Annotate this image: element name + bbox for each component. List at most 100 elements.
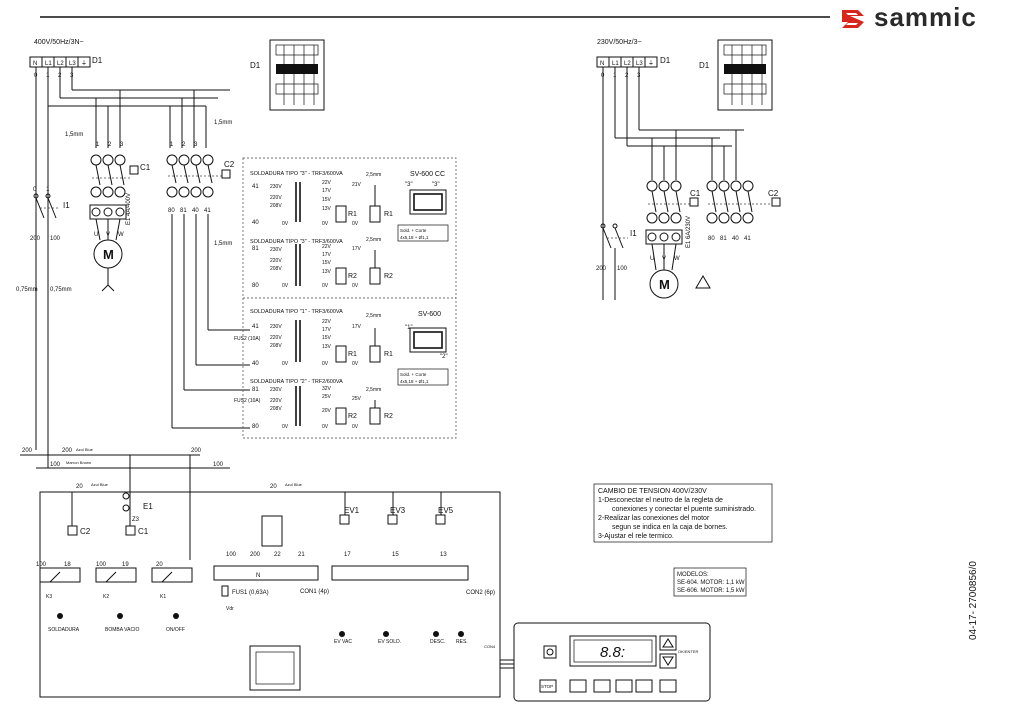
- diagram-label: 17V: [322, 188, 332, 194]
- panel-button[interactable]: [659, 679, 677, 693]
- diagram-label: 0V: [322, 424, 329, 430]
- diagram-label: 22V: [322, 180, 332, 186]
- diagram-label: 0V: [352, 221, 359, 227]
- diagram-label: 80: [708, 236, 715, 242]
- diagram-label: L2: [624, 61, 631, 67]
- control-section: 200 200 Azul Blue 200 100 Marron Brown 1…: [20, 447, 514, 698]
- weld-type-b: SOLDADURA TIPO "2" - TRF2/600VA: [250, 379, 343, 385]
- diagram-label: 2: [108, 142, 112, 148]
- diagram-label: 200: [250, 552, 261, 558]
- diagram-label: 81: [180, 208, 187, 214]
- diagram-label: 208V: [270, 343, 282, 349]
- panel-button[interactable]: [593, 679, 611, 693]
- diagram-label: N: [600, 61, 604, 67]
- stop-button[interactable]: [539, 679, 557, 693]
- diagram-label: 40: [252, 220, 259, 226]
- diagram-label: 0V: [352, 424, 359, 430]
- diagram-label: 25V: [322, 394, 332, 400]
- relay-k2: 100 19 K2 BOMBA VACIO: [95, 562, 139, 633]
- right-supply-label: 230V/50Hz/3~: [597, 39, 642, 46]
- voltage-change-notes: CAMBIO DE TENSION 400V/230V 1-Desconecta…: [593, 483, 773, 543]
- diagram-label: 0V: [282, 424, 289, 430]
- down-button[interactable]: [659, 653, 677, 669]
- diagram-label: 41: [204, 208, 211, 214]
- diagram-label: D1: [660, 56, 671, 65]
- panel-button[interactable]: [569, 679, 587, 693]
- diagram-label: R1: [384, 211, 393, 218]
- diagram-label: 0V: [322, 221, 329, 227]
- diagram-label: 20: [270, 484, 277, 490]
- power-button[interactable]: [543, 645, 557, 659]
- diagram-label: 230V: [270, 184, 282, 190]
- diagram-label: 208V: [270, 266, 282, 272]
- connector-icon: [458, 631, 464, 637]
- c2-label: C2: [224, 160, 235, 169]
- diagram-label: 40: [252, 361, 259, 367]
- wire-size-label: 0,75mm: [16, 287, 38, 293]
- con1-connector: 100 200 22 21 N CON1 (4p) FUS1 (0,63A) V…: [213, 515, 329, 612]
- wire-size-label: 0,75mm: [50, 287, 72, 293]
- con2-connector: CON2 (6p) 17 15 13: [331, 552, 495, 596]
- diagram-label: Vdr: [226, 606, 234, 612]
- diagram-label: 22: [274, 552, 281, 558]
- diagram-label: 17V: [322, 252, 332, 258]
- diagram-label: E1: [143, 502, 153, 511]
- diagram-label: R2: [348, 413, 357, 420]
- diagram-label: 4x5,18 + Ø1,1: [400, 379, 429, 384]
- diagram-label: Azul Blue: [76, 447, 94, 452]
- diagram-label: 220V: [270, 335, 282, 341]
- diagram-label: W: [674, 256, 680, 262]
- diagram-label: 200: [191, 448, 202, 454]
- diagram-label: L2: [57, 61, 64, 67]
- diagram-label: R2: [348, 273, 357, 280]
- diagram-label: 4x5,18 + Ø1,1: [400, 235, 429, 240]
- diagram-label: R1: [348, 211, 357, 218]
- diagram-label: DESC.: [430, 639, 445, 645]
- diagram-label: MODELOS:: [677, 572, 709, 578]
- connector-icon: [339, 631, 345, 637]
- diagram-label: CON2 (6p): [466, 590, 495, 596]
- right-power-section: 230V/50Hz/3~ D1 N L1 L2 L3 ⏚ 0 1 2 3 C1: [596, 39, 781, 300]
- diagram-label: "3": [432, 182, 440, 188]
- left-contactor-c1: 1 2 3 C1 E1 4A/400V U V W: [89, 142, 151, 238]
- diagram-label: ⏚: [648, 60, 654, 67]
- diagram-label: R1: [348, 351, 357, 358]
- c1-label: C1: [140, 163, 151, 172]
- diagram-label: U: [94, 232, 98, 238]
- diagram-label: 15: [392, 552, 399, 558]
- diagram-label: segun se indica en la caja de bornes.: [612, 524, 728, 531]
- diagram-label: D1: [250, 61, 261, 70]
- control-panel: 8.8: OK/ENTER STOP: [513, 622, 711, 702]
- diagram-label: 220V: [270, 398, 282, 404]
- left-supply-label: 400V/50Hz/3N~: [34, 39, 84, 46]
- diagram-label: FUS1 (0,63A): [232, 590, 269, 596]
- diagram-label: ⏚: [81, 60, 87, 67]
- diagram-label: 81: [252, 387, 259, 393]
- up-button[interactable]: [659, 635, 677, 651]
- diagram-label: L1: [45, 61, 52, 67]
- diagram-label: D1: [699, 61, 710, 70]
- diagram-label: RES.: [456, 639, 468, 645]
- left-d1-label: D1: [92, 56, 103, 65]
- diagram-label: 13V: [322, 206, 332, 212]
- diagram-label: 1: [46, 187, 50, 193]
- wire-size-label: 1,5mm: [214, 241, 232, 247]
- diagram-label: Marron Brown: [66, 460, 91, 465]
- diagram-label: 100: [226, 552, 237, 558]
- panel-button[interactable]: [615, 679, 633, 693]
- diagram-label: 1: [170, 142, 174, 148]
- diagram-label: 22V: [322, 319, 332, 325]
- transformer-sections: SV-600 CC "3" "3" SOLDADURA TIPO "3" - T…: [234, 157, 457, 439]
- panel-button[interactable]: [635, 679, 653, 693]
- diagram-label: CON1 (4p): [300, 589, 329, 595]
- models-box: MODELOS: SE-604. MOTOR: 1,1 kW SE-606. M…: [673, 567, 747, 597]
- diagram-label: BOMBA VACIO: [105, 627, 139, 633]
- diagram-label: Sold. + Corte: [400, 228, 427, 233]
- diagram-label: 32V: [322, 386, 332, 392]
- diagram-label: EV1: [344, 506, 360, 515]
- diagram-label: 2: [182, 142, 186, 148]
- diagram-label: 22V: [322, 244, 332, 250]
- diagram-label: EV5: [438, 506, 454, 515]
- diagram-label: 0V: [322, 361, 329, 367]
- diagram-label: 208V: [270, 203, 282, 209]
